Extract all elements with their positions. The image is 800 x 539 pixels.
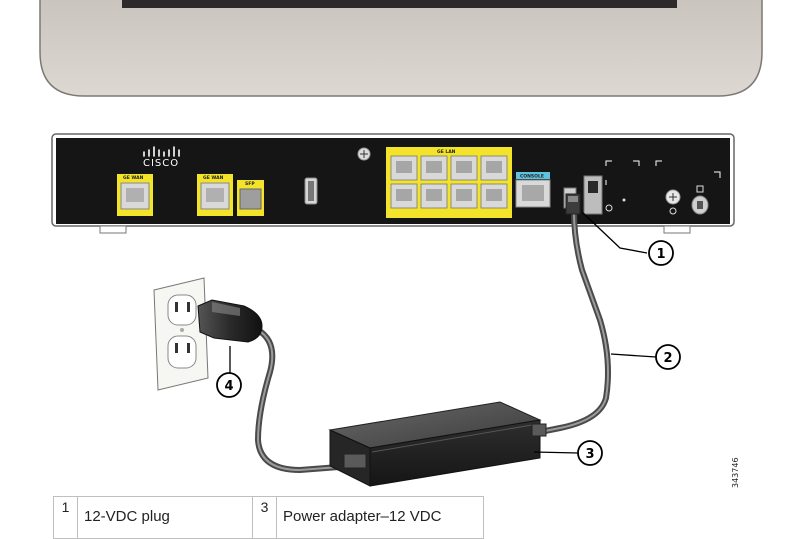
svg-text:1: 1 xyxy=(656,247,665,262)
top-surface xyxy=(39,0,763,97)
legend-label: Power adapter–12 VDC xyxy=(276,496,484,539)
figure-id: 343746 xyxy=(731,457,740,488)
ac-cable xyxy=(254,327,355,474)
ground-screw xyxy=(357,147,371,161)
ac-plug xyxy=(197,299,263,343)
svg-text:4: 4 xyxy=(224,379,233,394)
sfp-port: SFP xyxy=(237,180,264,216)
svg-text:CISCO: CISCO xyxy=(143,158,179,169)
legend-number: 3 xyxy=(252,496,277,539)
legend-number: 1 xyxy=(53,496,78,539)
legend-label: 12-VDC plug xyxy=(77,496,253,539)
power-connection-diagram: CISCO GE WAN GE WAN SFP GE LAN xyxy=(39,0,763,488)
usb-port xyxy=(304,177,318,205)
cisco-logo: CISCO xyxy=(143,146,180,169)
leader-lines xyxy=(229,211,657,454)
svg-text:2: 2 xyxy=(663,351,672,366)
callout-4: 4 xyxy=(216,372,242,398)
callout-1: 1 xyxy=(648,240,674,266)
dc-cable xyxy=(537,193,611,435)
power-adapter xyxy=(328,401,547,487)
svg-text:GE WAN: GE WAN xyxy=(203,175,224,181)
legend-row: 1 12-VDC plug 3 Power adapter–12 VDC xyxy=(53,496,484,539)
callout-2: 2 xyxy=(655,344,681,370)
callout-3: 3 xyxy=(577,440,603,466)
svg-text:SFP: SFP xyxy=(245,181,255,187)
ge-wan-port-left: GE WAN xyxy=(117,174,153,216)
lock-slot xyxy=(691,185,709,215)
legend-table: 1 12-VDC plug 3 Power adapter–12 VDC xyxy=(53,496,484,539)
wall-outlet xyxy=(153,277,209,391)
ge-wan-port-right: GE WAN xyxy=(197,174,233,216)
svg-text:GE LAN: GE LAN xyxy=(437,149,456,155)
ground-symbol xyxy=(665,189,681,215)
svg-text:3: 3 xyxy=(585,447,594,462)
console-port: CONSOLE xyxy=(515,172,551,208)
svg-text:CONSOLE: CONSOLE xyxy=(520,174,544,180)
ge-lan-port-block: GE LAN xyxy=(386,147,512,218)
mounting-marks xyxy=(605,160,721,185)
svg-text:GE WAN: GE WAN xyxy=(123,175,144,181)
